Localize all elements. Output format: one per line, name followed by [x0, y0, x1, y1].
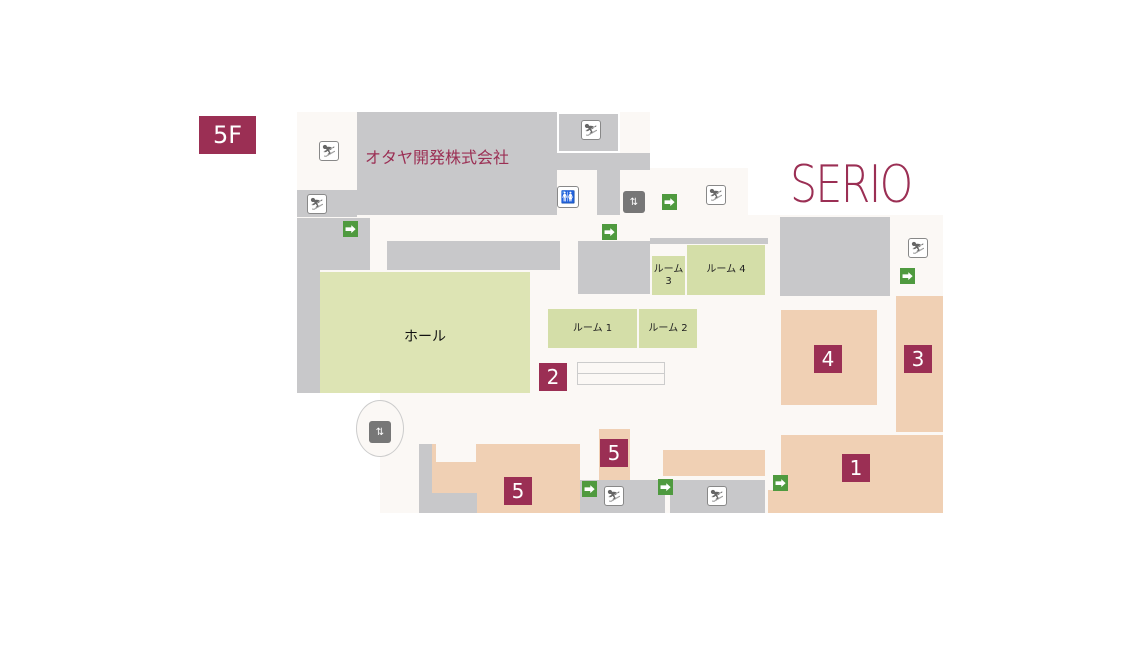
emergency-exit-icon: ⮕: [662, 194, 677, 210]
emergency-exit-icon: ⮕: [658, 479, 673, 495]
stairs-icon: ⛷: [604, 486, 624, 506]
emergency-exit-icon: ⮕: [900, 268, 915, 284]
emergency-exit-icon: ⮕: [343, 221, 358, 237]
room-3[interactable]: ルーム 3: [652, 256, 685, 295]
marker-5: 5: [504, 477, 532, 505]
stairs-icon: ⛷: [319, 141, 339, 161]
marker-1: 1: [842, 454, 870, 482]
hall-label: ホール: [404, 329, 446, 345]
emergency-exit-icon: ⮕: [602, 224, 617, 240]
stairs-icon: ⛷: [707, 486, 727, 506]
marker-5-small: 5: [600, 439, 628, 467]
stairs-icon: ⛷: [581, 120, 601, 140]
hall-area[interactable]: [320, 272, 530, 393]
stairs-icon: ⛷: [908, 238, 928, 258]
emergency-exit-icon: ⮕: [582, 481, 597, 497]
floor-badge: 5F: [199, 116, 256, 154]
office-label: オタヤ開発株式会社: [365, 148, 510, 167]
elevator-icon: ⇅: [623, 191, 645, 213]
marker-4: 4: [814, 345, 842, 373]
marker-3: 3: [904, 345, 932, 373]
room-4[interactable]: ルーム 4: [687, 245, 765, 295]
restroom-icon: 🚻: [557, 186, 579, 208]
stairs-icon: ⛷: [706, 185, 726, 205]
marker-2: 2: [539, 363, 567, 391]
stairs-icon: ⛷: [307, 194, 327, 214]
room-2[interactable]: ルーム 2: [639, 309, 697, 348]
serio-logo: SERIO: [790, 155, 913, 215]
room-1[interactable]: ルーム 1: [548, 309, 637, 348]
emergency-exit-icon: ⮕: [773, 475, 788, 491]
elevator-icon: ⇅: [369, 421, 391, 443]
